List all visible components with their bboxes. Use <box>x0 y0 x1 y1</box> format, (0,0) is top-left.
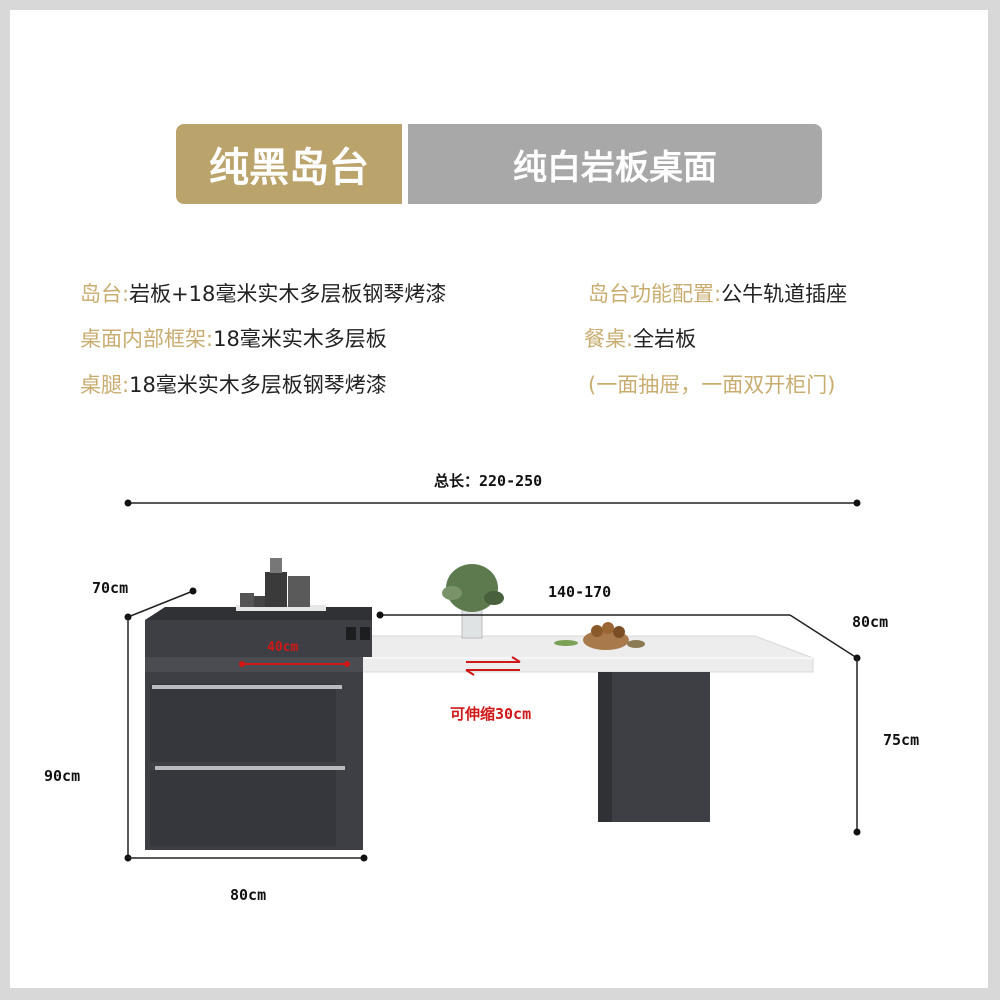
dim-dot <box>124 499 132 507</box>
dim-dot <box>376 611 384 619</box>
dim-dot <box>853 499 861 507</box>
extend-arrows-icon <box>465 656 521 676</box>
glass-icon <box>240 593 254 607</box>
bottle-cap-icon <box>270 558 282 573</box>
island-top <box>145 620 372 657</box>
island-height-label: 90cm <box>44 767 81 785</box>
spec-key: 岛台: <box>80 282 130 306</box>
nut-icon <box>613 626 625 638</box>
spec-frame: 桌面内部框架:18毫米实木多层板 <box>80 323 387 353</box>
dim-dot <box>360 854 368 862</box>
island-width-label: 80cm <box>230 886 267 904</box>
spec-key: 岛台功能配置: <box>588 282 722 306</box>
drawer-handle[interactable] <box>155 766 345 770</box>
bottle-icon <box>288 576 310 607</box>
glass-icon <box>254 596 266 607</box>
spec-island: 岛台:岩板+18毫米实木多层板钢琴烤漆 <box>80 278 446 308</box>
vase-icon <box>461 607 483 639</box>
dim-dot <box>853 828 861 836</box>
spec-key: 餐桌: <box>584 327 634 351</box>
dim-dot <box>344 661 350 667</box>
bottle-icon <box>265 572 287 607</box>
spec-value: 公牛轨道插座 <box>721 282 848 306</box>
spec-value: 岩板+18毫米实木多层板钢琴烤漆 <box>129 282 447 306</box>
table-length-label: 140-170 <box>548 583 612 601</box>
nut-icon <box>627 640 645 648</box>
total-length-label: 总长：220-250 <box>434 472 543 490</box>
table-height-label: 75cm <box>883 731 920 749</box>
nut-icon <box>591 625 603 637</box>
tab-black-island: 纯黑岛台 <box>176 124 402 204</box>
table-depth-line <box>789 614 858 659</box>
dim-dot <box>189 587 197 595</box>
table-leg <box>598 672 710 822</box>
socket-icon <box>360 627 370 640</box>
spec-key: 桌腿: <box>80 373 130 397</box>
spec-value: 18毫米实木多层板钢琴烤漆 <box>129 373 387 397</box>
island-depth-label: 70cm <box>92 579 129 597</box>
inner-length-label: 40cm <box>267 640 299 655</box>
leaf-icon <box>484 591 504 605</box>
spec-key: 桌面内部框架: <box>80 327 214 351</box>
spec-table: 餐桌:全岩板 <box>584 323 696 353</box>
tab-white-tabletop: 纯白岩板桌面 <box>408 124 822 204</box>
leaf-icon <box>554 640 578 646</box>
spec-value: 18毫米实木多层板 <box>213 327 387 351</box>
spec-note: (一面抽屉，一面双开柜门) <box>588 373 836 397</box>
spec-function: 岛台功能配置:公牛轨道插座 <box>588 278 847 308</box>
spec-legs: 桌腿:18毫米实木多层板钢琴烤漆 <box>80 369 387 399</box>
depth-line <box>127 590 194 618</box>
drawer-lower <box>150 770 336 846</box>
tray <box>236 605 326 611</box>
socket-icon <box>346 627 356 640</box>
table-leg-shade <box>598 672 612 822</box>
extend-label: 可伸缩30cm <box>450 705 532 723</box>
nut-icon <box>602 622 614 634</box>
leaf-icon <box>442 586 462 600</box>
drawer-upper <box>150 684 336 762</box>
dim-dot <box>239 661 245 667</box>
spec-value: 全岩板 <box>633 327 697 351</box>
drawer-handle[interactable] <box>152 685 342 689</box>
table-depth-label: 80cm <box>852 613 889 631</box>
